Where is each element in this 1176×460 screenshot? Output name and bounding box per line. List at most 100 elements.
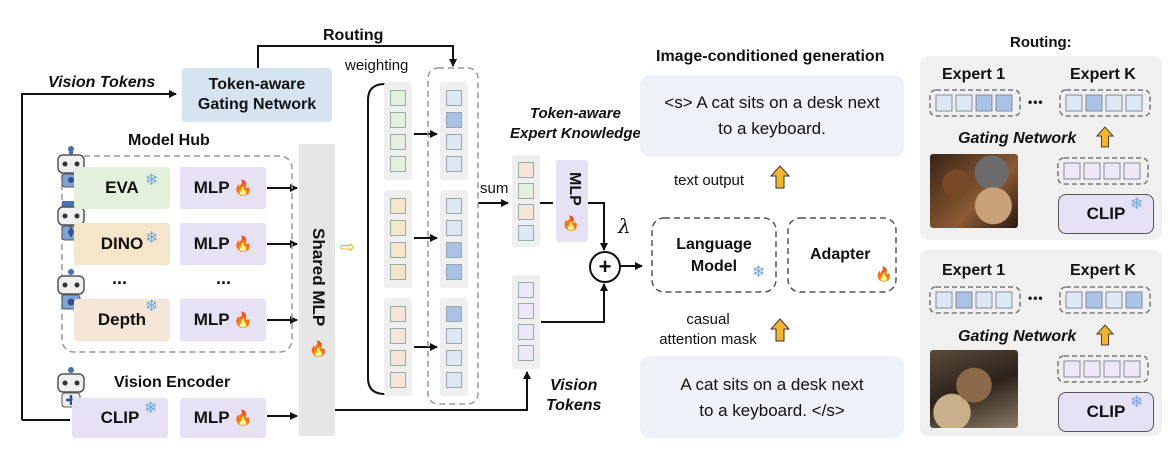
gating-network-box: Token-aware Gating Network xyxy=(182,68,332,122)
token-cell xyxy=(518,183,534,199)
token-cell xyxy=(1123,162,1141,180)
token-cell xyxy=(975,94,993,112)
token-cell xyxy=(1123,360,1141,378)
token-cell xyxy=(518,345,534,361)
token-group xyxy=(1057,157,1149,185)
token-cell xyxy=(1063,162,1081,180)
token-cell xyxy=(1125,291,1143,309)
token-cell xyxy=(518,324,534,340)
token-cell xyxy=(1105,94,1123,112)
up-arrow-icon xyxy=(1095,126,1115,153)
output-text-box xyxy=(640,75,904,157)
causal-mask-label: casual attention mask xyxy=(659,311,757,348)
routing-panel-title: Routing: xyxy=(1010,34,1072,51)
snowflake-icon: ❄ xyxy=(1130,394,1144,411)
token-cell xyxy=(1103,162,1121,180)
token-cell xyxy=(1063,360,1081,378)
token-cell xyxy=(518,225,534,241)
cat-photo xyxy=(930,350,1018,428)
model-hub-title: Model Hub xyxy=(128,132,210,149)
up-arrow-icon xyxy=(1095,324,1115,351)
panel1-gating: Gating Network xyxy=(958,130,1077,147)
token-cell xyxy=(1105,291,1123,309)
panel2-expertK: Expert K xyxy=(1070,262,1136,279)
snowflake-icon: ❄ xyxy=(145,172,159,189)
donut-photo xyxy=(930,154,1018,228)
token-cell xyxy=(446,264,462,280)
up-arrow-icon xyxy=(769,318,791,347)
generation-title: Image-conditioned generation xyxy=(656,48,885,65)
text-output-label: text output xyxy=(674,172,745,189)
token-cell xyxy=(446,372,462,388)
snowflake-icon: ❄ xyxy=(145,298,159,315)
input-text: A cat sits on a desk next to a keyboard.… xyxy=(680,375,864,420)
language-model-label: Language Model xyxy=(676,236,752,275)
token-cell xyxy=(955,94,973,112)
lambda-symbol: λ xyxy=(618,214,631,238)
token-cell xyxy=(975,291,993,309)
sum-label: sum xyxy=(480,180,509,197)
token-group xyxy=(929,89,1021,117)
token-cell xyxy=(1083,162,1101,180)
input-text-box xyxy=(640,356,904,438)
plus-circle-icon: + xyxy=(589,251,621,283)
adapter-label: Adapter xyxy=(810,246,871,263)
token-cell xyxy=(390,112,406,128)
token-cell xyxy=(1085,94,1103,112)
vision-encoder-title: Vision Encoder xyxy=(114,374,231,391)
token-cell xyxy=(995,94,1013,112)
token-cell xyxy=(955,291,973,309)
panel2-clip-box: CLIP xyxy=(1058,392,1154,432)
token-cell xyxy=(446,220,462,236)
weighting-label: weighting xyxy=(345,57,409,74)
hub-mlp-1: MLP🔥 xyxy=(180,167,266,209)
token-cell xyxy=(518,303,534,319)
shared-mlp-box xyxy=(299,144,335,436)
token-group xyxy=(1057,355,1149,383)
token-cell xyxy=(390,134,406,150)
token-cell xyxy=(390,328,406,344)
snowflake-icon: ❄ xyxy=(144,400,158,417)
token-group xyxy=(1059,89,1151,117)
token-cell xyxy=(446,156,462,172)
snowflake-icon: ❄ xyxy=(145,230,159,247)
panel2-gating: Gating Network xyxy=(958,328,1077,345)
hub-mlp-3: MLP🔥 xyxy=(180,299,266,341)
token-group xyxy=(929,286,1021,314)
token-cell xyxy=(518,204,534,220)
token-cell xyxy=(390,264,406,280)
token-cell xyxy=(446,112,462,128)
token-cell xyxy=(518,282,534,298)
up-arrow-icon xyxy=(769,165,791,194)
fire-icon: 🔥 xyxy=(562,215,580,231)
panel1-expert1: Expert 1 xyxy=(942,66,1006,83)
hub-model-ellipsis: ... xyxy=(112,268,128,288)
token-cell xyxy=(1083,360,1101,378)
right-arrow-icon: ⇨ xyxy=(340,237,356,257)
token-cell xyxy=(446,350,462,366)
fire-icon: 🔥 xyxy=(309,341,328,358)
token-cell xyxy=(390,198,406,214)
hub-mlp-ellipsis: ... xyxy=(216,268,232,288)
token-cell xyxy=(446,134,462,150)
snowflake-icon: ❄ xyxy=(752,264,766,281)
token-cell xyxy=(390,372,406,388)
panel1-clip-box: CLIP xyxy=(1058,194,1154,234)
token-cell xyxy=(390,350,406,366)
hub-model-depth: Depth xyxy=(74,299,170,341)
hub-model-eva: EVA xyxy=(74,167,170,209)
token-cell xyxy=(446,328,462,344)
fire-icon: 🔥 xyxy=(875,266,893,282)
token-cell xyxy=(1065,291,1083,309)
token-cell xyxy=(935,94,953,112)
hub-model-dino: DINO xyxy=(74,223,170,265)
token-cell xyxy=(995,291,1013,309)
panel2-ellipsis: ••• xyxy=(1028,291,1044,305)
output-text: <s> A cat sits on a desk next to a keybo… xyxy=(664,93,880,138)
vision-tokens-label-top: Vision Tokens xyxy=(48,74,156,91)
token-cell xyxy=(518,162,534,178)
token-cell xyxy=(390,306,406,322)
token-cell xyxy=(446,90,462,106)
